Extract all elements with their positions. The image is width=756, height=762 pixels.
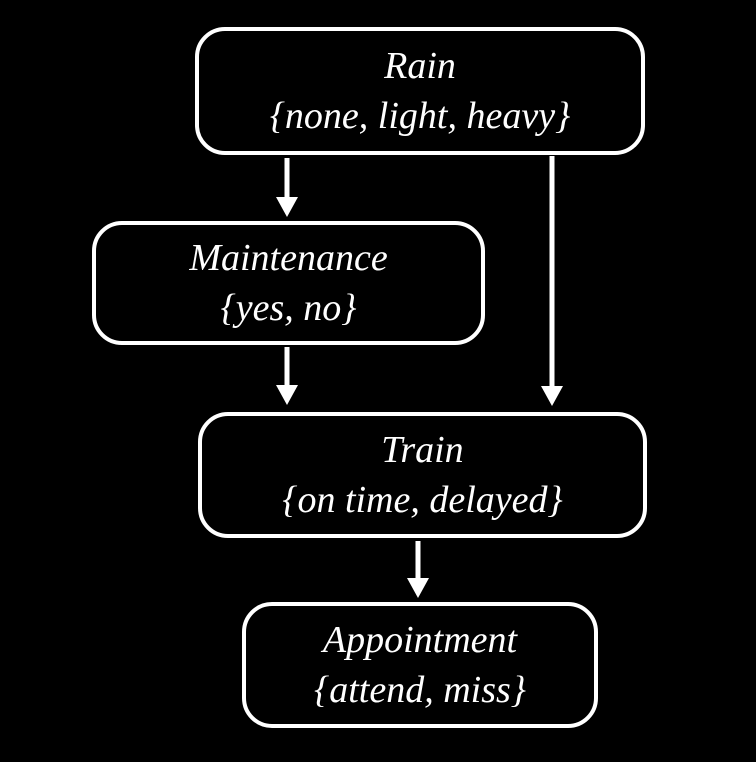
edge-rain-to-maintenance-arrow bbox=[276, 158, 298, 217]
node-rain-values: {none, light, heavy} bbox=[269, 95, 571, 137]
node-train-values: {on time, delayed} bbox=[282, 479, 563, 521]
node-train: Train {on time, delayed} bbox=[198, 412, 647, 538]
node-appointment: Appointment {attend, miss} bbox=[242, 602, 598, 728]
node-train-label: Train bbox=[381, 429, 464, 471]
node-rain-label: Rain bbox=[384, 45, 456, 87]
node-maintenance: Maintenance {yes, no} bbox=[92, 221, 485, 345]
node-appointment-label: Appointment bbox=[322, 619, 518, 661]
node-maintenance-values: {yes, no} bbox=[220, 287, 357, 329]
edge-maintenance-to-train-arrow bbox=[276, 347, 298, 405]
edge-train-to-appointment-arrow bbox=[407, 541, 429, 598]
node-rain: Rain {none, light, heavy} bbox=[195, 27, 645, 155]
edge-rain-to-train-arrow bbox=[541, 156, 563, 406]
node-maintenance-label: Maintenance bbox=[189, 237, 388, 279]
node-appointment-values: {attend, miss} bbox=[314, 669, 526, 711]
